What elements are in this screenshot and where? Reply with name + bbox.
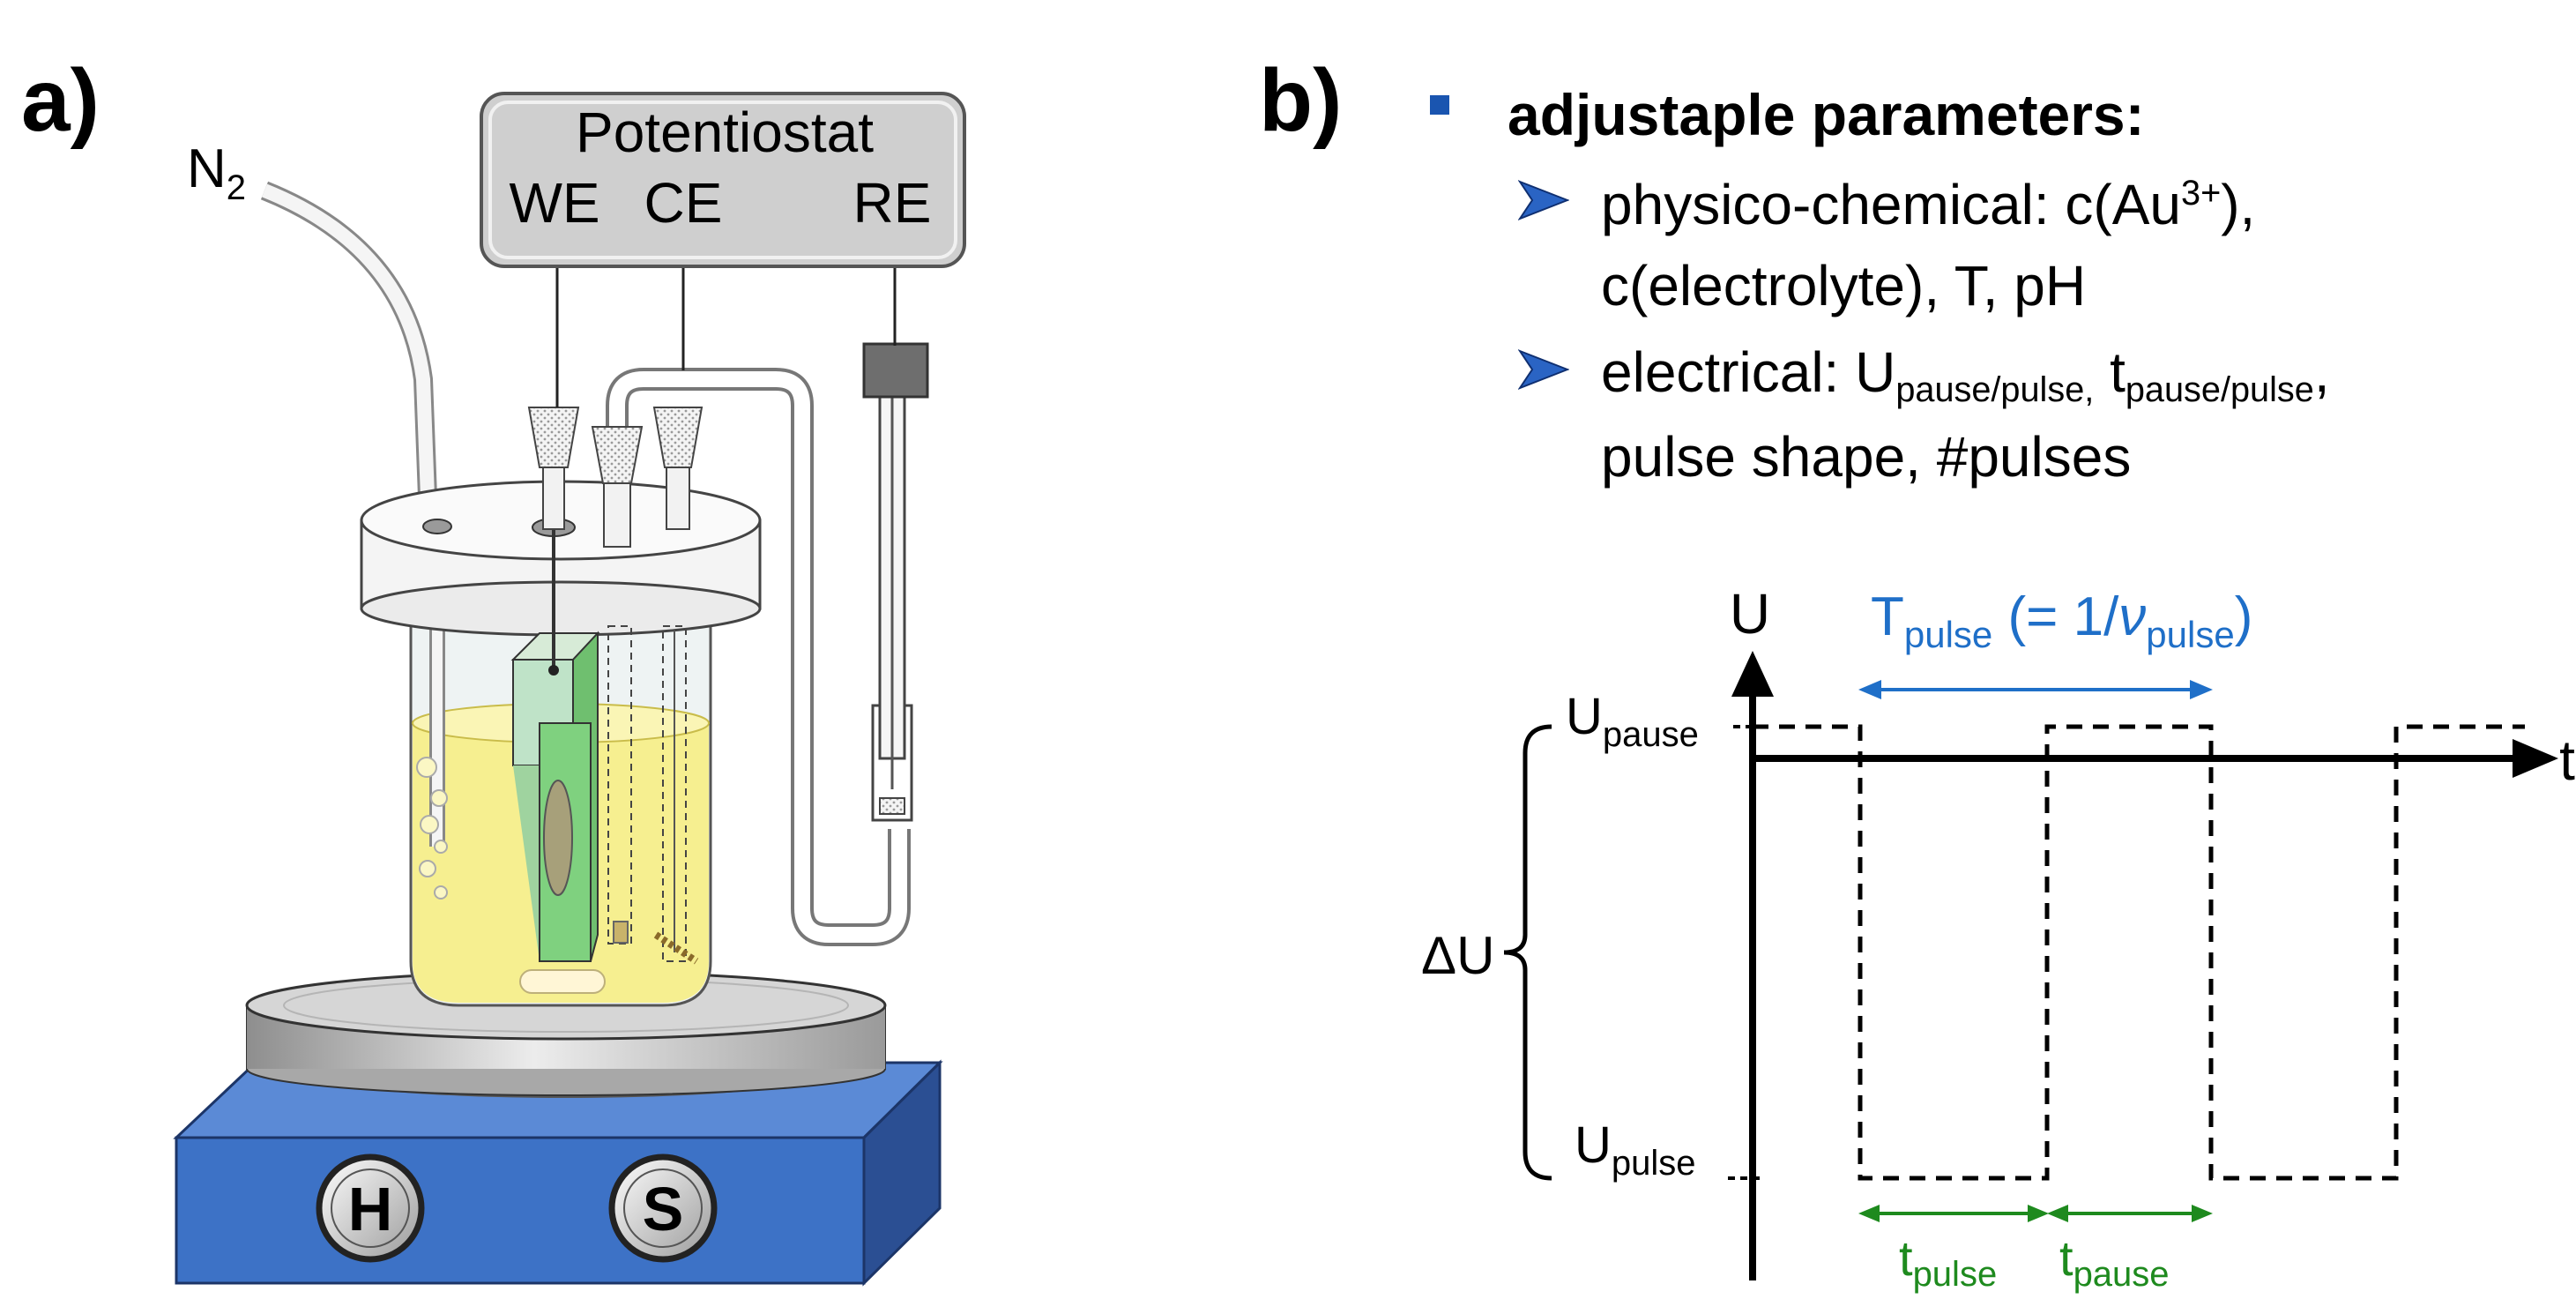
panel-b-label: b)	[1259, 51, 1343, 150]
terminal-we-label: WE	[509, 171, 599, 235]
heater-knob-label: H	[348, 1175, 393, 1243]
param-physico-chemical-line2: c(electrolyte), T, pH	[1601, 254, 2087, 317]
period-label: Tpulse (= 1/νpulse)	[1871, 586, 2252, 655]
delta-u-brace	[1503, 724, 1552, 1181]
counter-electrode	[607, 625, 699, 965]
reference-electrode	[862, 342, 929, 822]
panel-a-label: a)	[21, 51, 100, 150]
gas-label: N2	[187, 138, 246, 207]
square-bullet-icon	[1430, 95, 1449, 115]
u-pause-label: Upause	[1566, 688, 1699, 754]
y-axis-label: U	[1730, 582, 1770, 646]
delta-u-label: ΔU	[1421, 926, 1494, 985]
gas-bubbles	[416, 757, 448, 900]
potentiostat-title: Potentiostat	[576, 101, 874, 164]
terminal-re-label: RE	[853, 171, 932, 235]
terminal-ce-label: CE	[644, 171, 723, 235]
stirrer-knob-label: S	[643, 1175, 684, 1243]
parameters-heading: adjustaple parameters:	[1508, 82, 2145, 147]
cell-illustration: H S	[173, 92, 966, 1287]
param-physico-chemical: physico-chemical: c(Au3+),	[1601, 173, 2256, 236]
cell-lid	[360, 480, 762, 637]
working-electrode	[510, 494, 600, 962]
t-pulse-label: tpulse	[1899, 1230, 1997, 1294]
arrow-bullet-icon	[1517, 179, 1570, 225]
potentiostat-box: Potentiostat WE CE RE	[480, 92, 966, 268]
x-axis-arrowhead	[2513, 739, 2558, 778]
u-pulse-label: Upulse	[1575, 1116, 1696, 1183]
period-indicator: Tpulse (= 1/νpulse)	[1858, 586, 2252, 699]
stir-bar	[519, 969, 606, 994]
t-pause-label: tpause	[2059, 1230, 2170, 1294]
param-electrical-line2: pulse shape, #pulses	[1601, 425, 2132, 489]
stirrer-base	[173, 1059, 943, 1287]
salt-bridge	[606, 368, 911, 946]
y-axis-arrowhead	[1731, 651, 1774, 697]
duration-indicators: tpulse tpause	[1858, 1205, 2213, 1294]
heater-knob: H	[316, 1153, 425, 1263]
pulse-waveform	[1753, 724, 2525, 1181]
stirrer-knob: S	[608, 1153, 718, 1263]
electrode-stems	[527, 407, 704, 548]
x-axis-label: t	[2559, 728, 2575, 792]
param-electrical: electrical: Upause/pulse, tpause/pulse,	[1601, 340, 2330, 410]
arrow-bullet-icon	[1517, 348, 1570, 394]
